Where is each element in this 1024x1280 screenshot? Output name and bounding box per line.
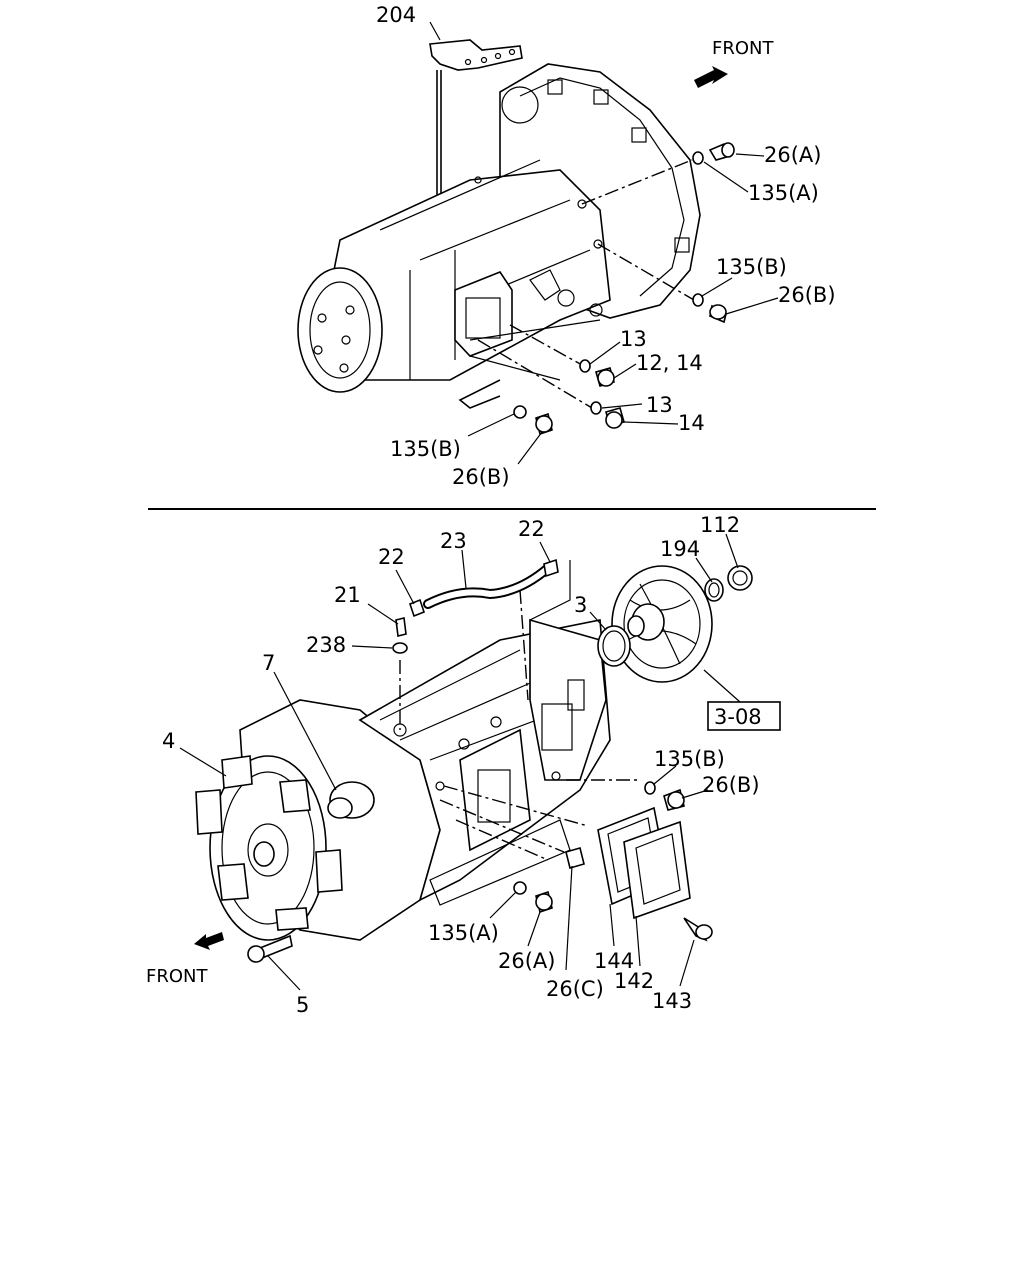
oil-seal-3	[597, 625, 631, 667]
label-26a-bottom: 26(A)	[498, 949, 555, 973]
bolt-26b-top-left	[535, 412, 553, 436]
label-5: 5	[296, 993, 309, 1017]
bolt-26a-top	[692, 142, 735, 165]
label-135a-bottom: 135(A)	[428, 921, 499, 945]
bottom-leaders	[179, 533, 741, 991]
plug-14	[605, 407, 625, 429]
washer-135b-top-left	[513, 405, 527, 419]
label-26b-bottom: 26(B)	[702, 773, 760, 797]
washer-135b-top-right	[692, 293, 704, 307]
bracket-204	[429, 39, 523, 205]
ring-194	[704, 578, 724, 602]
plug-12-14	[595, 367, 615, 387]
label-22-right: 22	[518, 517, 545, 541]
label-13b: 13	[646, 393, 673, 417]
label-135b-bottom: 135(B)	[654, 747, 725, 771]
washer-13b	[590, 401, 602, 415]
fitting-22-right	[543, 558, 559, 578]
label-26c: 26(C)	[546, 977, 604, 1001]
label-26b-top-left: 26(B)	[452, 465, 510, 489]
label-4: 4	[162, 729, 175, 753]
washer-135a-bottom	[513, 881, 527, 895]
front-arrow-bottom	[194, 932, 224, 950]
washer-13a	[579, 359, 591, 373]
label-13a: 13	[620, 327, 647, 351]
top-leaders	[429, 21, 779, 465]
transmission-top	[297, 63, 701, 409]
label-204: 204	[376, 3, 416, 27]
label-135a-top: 135(A)	[748, 181, 819, 205]
label-142: 142	[614, 969, 654, 993]
bolt-26a-bottom	[535, 890, 553, 914]
fitting-22-left	[409, 598, 425, 618]
bolt-143	[683, 917, 713, 942]
bolt-26b-top-right	[709, 304, 727, 324]
label-14: 14	[678, 411, 705, 435]
label-143: 143	[652, 989, 692, 1013]
part-112	[727, 565, 753, 591]
torque-converter	[611, 565, 713, 683]
label-23: 23	[440, 529, 467, 553]
label-194: 194	[660, 537, 700, 561]
drive-plate-4	[195, 755, 343, 941]
top-assembly: 204 FRONT 26(A) 135(A) 135(B) 26(B) 13 1…	[297, 3, 836, 489]
label-3-08: 3-08	[714, 705, 762, 729]
reference-box	[707, 701, 781, 731]
label-12-14: 12, 14	[636, 351, 703, 375]
label-21: 21	[334, 583, 361, 607]
label-front-top: FRONT	[712, 38, 774, 59]
bolt-5	[247, 934, 293, 963]
washer-238	[392, 642, 408, 654]
label-135b-top-left: 135(B)	[390, 437, 461, 461]
fitting-21	[395, 617, 407, 637]
label-26a-top: 26(A)	[764, 143, 821, 167]
bolt-26b-bottom	[663, 788, 685, 811]
label-112: 112	[700, 513, 740, 537]
washer-135b-bottom	[644, 781, 656, 795]
label-front-bottom: FRONT	[146, 966, 208, 987]
label-135b-top-right: 135(B)	[716, 255, 787, 279]
bolt-26c	[565, 847, 585, 869]
label-26b-top-right: 26(B)	[778, 283, 836, 307]
label-7: 7	[262, 651, 275, 675]
label-3: 3	[574, 593, 587, 617]
bottom-assembly: 22 112 23 194 22 3 21 238 7 4 3-08 135(B…	[146, 513, 781, 1017]
label-238: 238	[306, 633, 346, 657]
label-22-left: 22	[378, 545, 405, 569]
front-arrow-top	[694, 66, 728, 88]
label-144: 144	[594, 949, 634, 973]
cover-142	[623, 820, 691, 920]
hose-23	[423, 563, 553, 609]
